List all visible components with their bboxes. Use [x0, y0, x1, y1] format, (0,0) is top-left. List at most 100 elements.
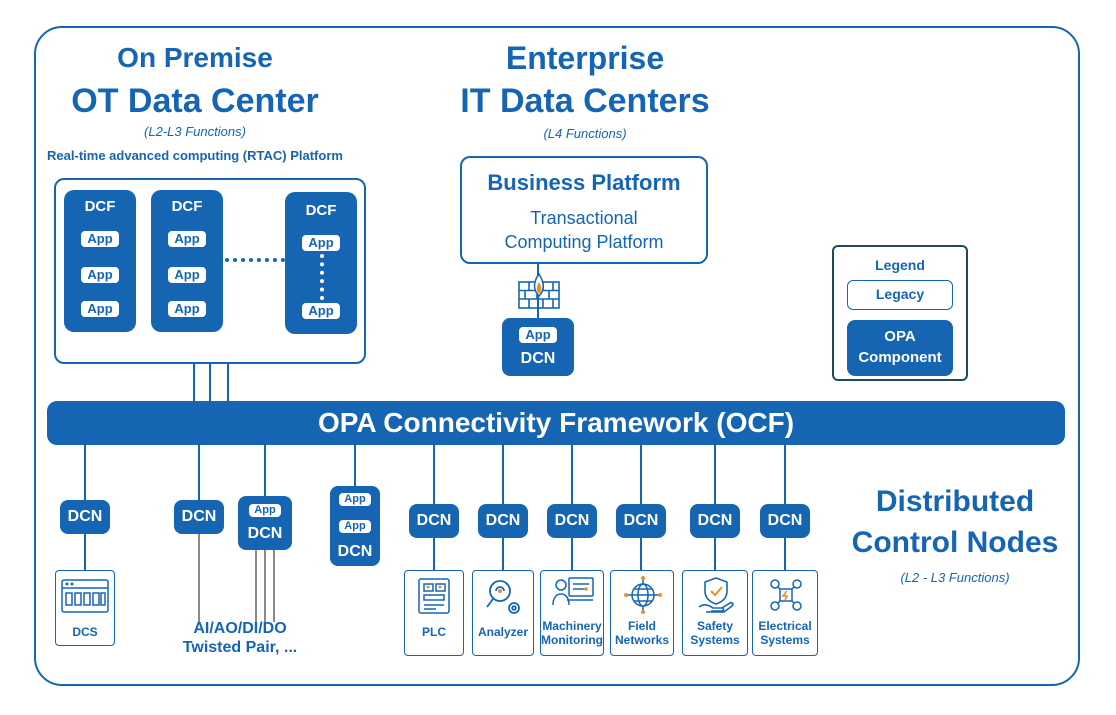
connector-line — [640, 445, 642, 505]
connector-line — [571, 538, 573, 570]
business-platform-box: Business Platform Transactional Computin… — [460, 156, 708, 264]
app-badge: App — [80, 300, 120, 318]
dcn-node: DCN — [760, 504, 810, 538]
legacy-wire — [264, 550, 266, 622]
device-label: Systems — [760, 633, 810, 647]
plc-icon — [416, 577, 452, 615]
dcf-label: DCF — [171, 198, 203, 215]
on-premise-title: On Premise — [117, 42, 273, 73]
app-badge: App — [301, 302, 341, 320]
dcf-column-2: DCF App App App — [151, 190, 223, 332]
ot-data-center-title: OT Data Center — [71, 82, 319, 120]
connector-line — [198, 445, 200, 501]
device-label: Electrical — [758, 619, 812, 633]
dcn-node: DCN — [478, 504, 528, 538]
connector-line — [714, 445, 716, 505]
dotted-connector — [320, 254, 324, 300]
enterprise-title: Enterprise — [505, 40, 665, 76]
device-label: Analyzer — [477, 625, 529, 639]
dcf-column-1: DCF App App App — [64, 190, 136, 332]
app-badge: App — [80, 266, 120, 284]
connector-line — [433, 445, 435, 505]
app-badge: App — [167, 300, 207, 318]
dotted-connector — [225, 258, 285, 262]
app-badge: App — [301, 234, 341, 252]
app-badge: App — [338, 492, 372, 507]
connector-line — [502, 538, 504, 570]
device-label: Machinery — [542, 619, 602, 633]
dcn-node: App DCN — [238, 496, 292, 550]
device-label: Networks — [614, 633, 670, 647]
legend-opa-line2: Component — [858, 349, 942, 366]
legend-opa-component: OPA Component — [847, 320, 953, 376]
dcn-node: DCN — [690, 504, 740, 538]
app-badge: App — [338, 519, 372, 534]
device-label: Safety — [696, 619, 734, 633]
legend-legacy: Legacy — [847, 280, 953, 310]
rtac-platform-label: Real-time advanced computing (RTAC) Plat… — [47, 148, 343, 163]
io-line1: AI/AO/DI/DO — [193, 620, 287, 637]
diagram-frame — [34, 26, 1080, 686]
connector-line — [640, 538, 642, 570]
connector-line — [784, 445, 786, 505]
device-label: DCS — [72, 625, 98, 639]
dcn-label: DCN — [247, 525, 283, 542]
connector-line — [433, 538, 435, 570]
firewall-icon — [517, 270, 561, 310]
control-nodes-title: Control Nodes — [851, 526, 1059, 559]
app-badge: App — [248, 503, 282, 518]
app-badge: App — [80, 230, 120, 248]
dcn-label: DCN — [520, 350, 556, 367]
dcn-node: DCN — [547, 504, 597, 538]
rtac-platform-box — [54, 178, 366, 364]
dcn-node: App App DCN — [330, 486, 380, 566]
connector-line — [227, 364, 229, 402]
app-badge: App — [518, 326, 558, 344]
dcs-icon — [61, 579, 109, 613]
device-label: Systems — [690, 633, 740, 647]
app-badge: App — [167, 266, 207, 284]
analyzer-icon — [485, 577, 523, 617]
on-premise-functions: (L2-L3 Functions) — [144, 124, 246, 139]
connector-line — [193, 364, 195, 402]
enterprise-functions: (L4 Functions) — [543, 126, 627, 141]
legacy-wire — [198, 534, 200, 622]
plc-device: PLC — [404, 570, 464, 656]
connector-line — [784, 538, 786, 570]
connector-line — [502, 445, 504, 505]
business-platform-line2: Computing Platform — [504, 232, 664, 252]
dcn-node: DCN — [616, 504, 666, 538]
dcf-label: DCF — [84, 198, 116, 215]
connector-line — [714, 538, 716, 570]
globe-icon — [623, 575, 663, 615]
device-label: PLC — [422, 625, 446, 639]
dcn-node: DCN — [60, 500, 110, 534]
legacy-wire — [273, 550, 275, 622]
connector-line — [84, 445, 86, 501]
business-platform-title: Business Platform — [487, 170, 681, 195]
dcn-node: DCN — [409, 504, 459, 538]
app-badge: App — [167, 230, 207, 248]
legend-box: Legend Legacy OPA Component — [832, 245, 968, 381]
dcf-column-3: DCF App App — [285, 192, 357, 334]
io-line2: Twisted Pair, ... — [182, 639, 298, 656]
device-label: Monitoring — [541, 633, 603, 647]
ocf-bar: OPA Connectivity Framework (OCF) — [47, 401, 1065, 445]
distributed-functions: (L2 - L3 Functions) — [900, 570, 1010, 585]
legend-opa-line1: OPA — [884, 328, 916, 345]
ocf-label: OPA Connectivity Framework (OCF) — [317, 407, 795, 438]
connector-line — [264, 445, 266, 497]
dcn-label: DCN — [337, 543, 373, 560]
machinery-icon — [551, 575, 595, 611]
business-platform-line1: Transactional — [530, 208, 638, 228]
dcn-node: DCN — [174, 500, 224, 534]
connector-line — [354, 445, 356, 487]
distributed-title: Distributed — [875, 485, 1035, 518]
machinery-monitoring-device: Machinery Monitoring — [540, 570, 604, 656]
connector-line — [84, 534, 86, 570]
analyzer-device: Analyzer — [472, 570, 534, 656]
field-networks-device: Field Networks — [610, 570, 674, 656]
safety-systems-device: Safety Systems — [682, 570, 748, 656]
electrical-systems-device: Electrical Systems — [752, 570, 818, 656]
connector-line — [571, 445, 573, 505]
